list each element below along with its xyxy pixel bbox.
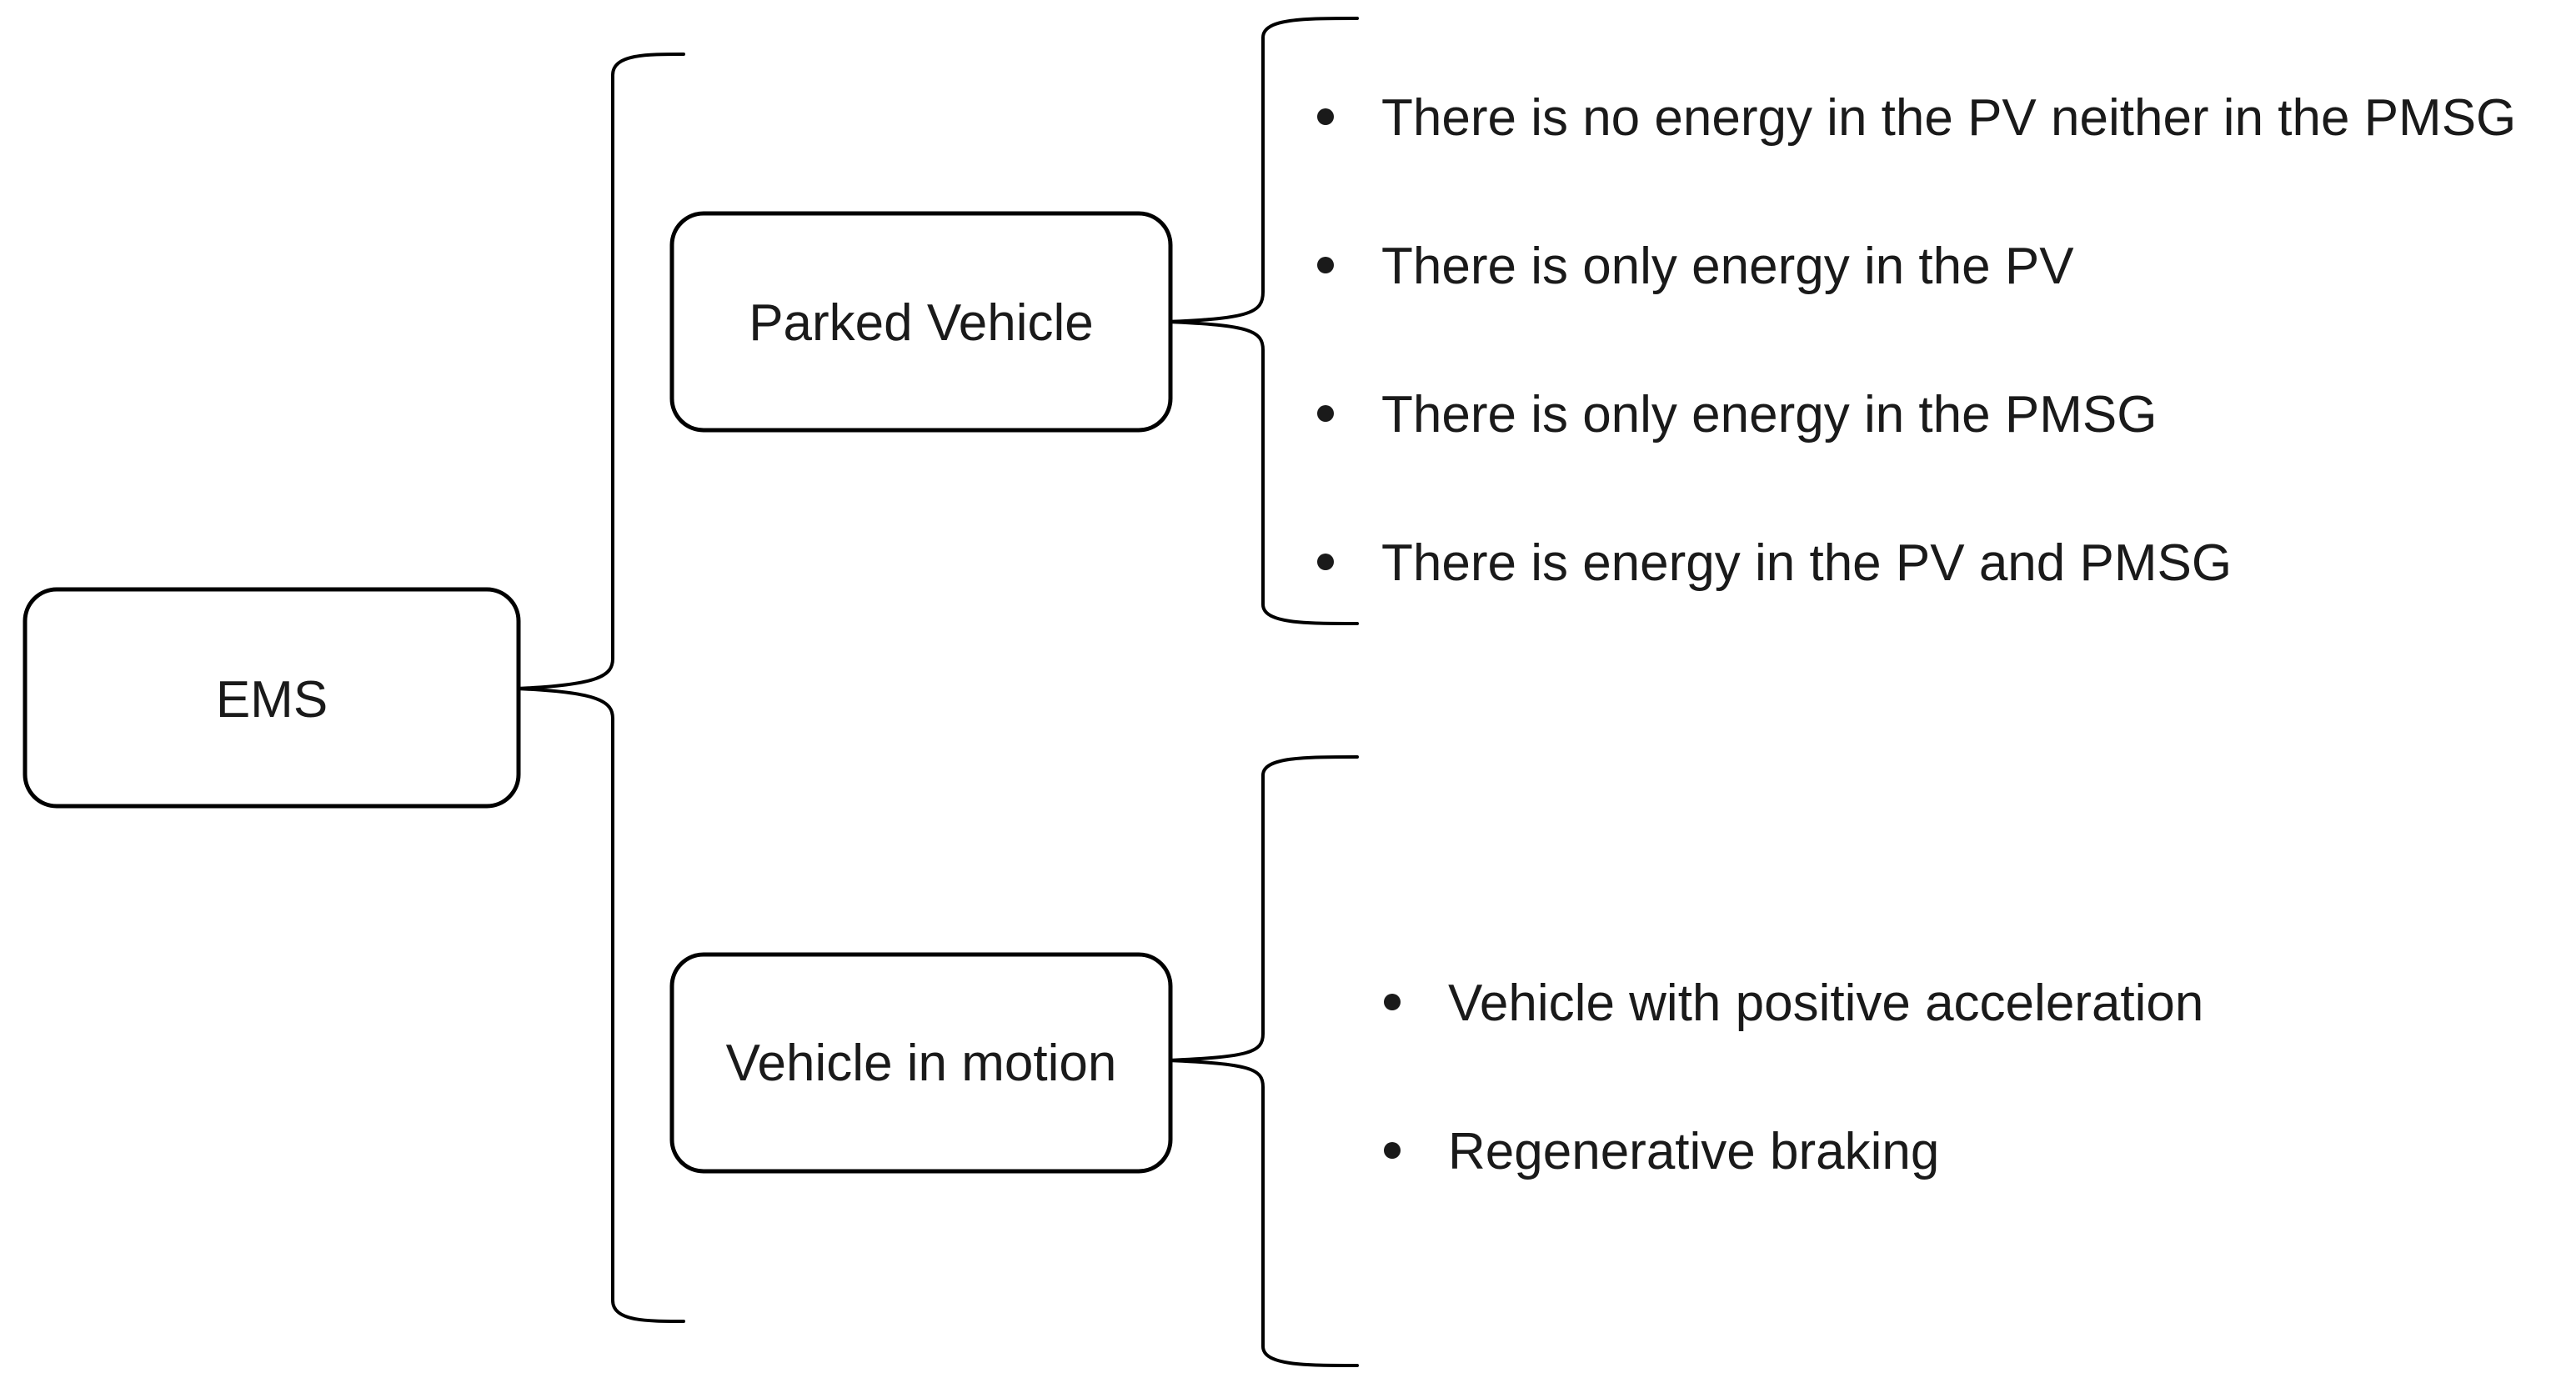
list-item: There is only energy in the PV (1317, 238, 2074, 295)
bullet-icon (1384, 1142, 1401, 1159)
vehicle-in-motion-brace (1165, 755, 1359, 1367)
list-item: There is no energy in the PV neither in … (1317, 89, 2516, 147)
list-item: There is energy in the PV and PMSG (1317, 534, 2232, 592)
list-item-text: There is only energy in the PMSG (1381, 386, 2157, 443)
bullet-icon (1317, 108, 1334, 125)
parked-vehicle-list: There is no energy in the PV neither in … (1317, 89, 2516, 592)
list-item: Vehicle with positive acceleration (1384, 975, 2203, 1032)
list-item-text: There is energy in the PV and PMSG (1381, 534, 2232, 592)
list-item: Regenerative braking (1384, 1123, 1939, 1180)
list-item-text: Vehicle with positive acceleration (1448, 975, 2203, 1032)
list-item: There is only energy in the PMSG (1317, 386, 2157, 443)
vehicle-in-motion-node: Vehicle in motion (669, 952, 1173, 1174)
ems-node-label: EMS (216, 671, 328, 729)
bullet-icon (1317, 554, 1334, 570)
root-brace (514, 53, 685, 1323)
bullet-icon (1317, 405, 1334, 422)
ems-node: EMS (23, 587, 521, 809)
list-item-text: There is only energy in the PV (1381, 238, 2074, 295)
bullet-icon (1317, 257, 1334, 273)
ems-node-box (23, 587, 521, 809)
vehicle-in-motion-list: Vehicle with positive acceleration Regen… (1384, 975, 2203, 1180)
bullet-icon (1384, 994, 1401, 1010)
vehicle-in-motion-node-label: Vehicle in motion (726, 1035, 1117, 1092)
vehicle-in-motion-node-box (669, 952, 1173, 1174)
list-item-text: There is no energy in the PV neither in … (1381, 89, 2516, 147)
parked-vehicle-node-label: Parked Vehicle (749, 294, 1094, 352)
parked-vehicle-node: Parked Vehicle (669, 211, 1173, 433)
list-item-text: Regenerative braking (1448, 1123, 1939, 1180)
parked-vehicle-node-box (669, 211, 1173, 433)
